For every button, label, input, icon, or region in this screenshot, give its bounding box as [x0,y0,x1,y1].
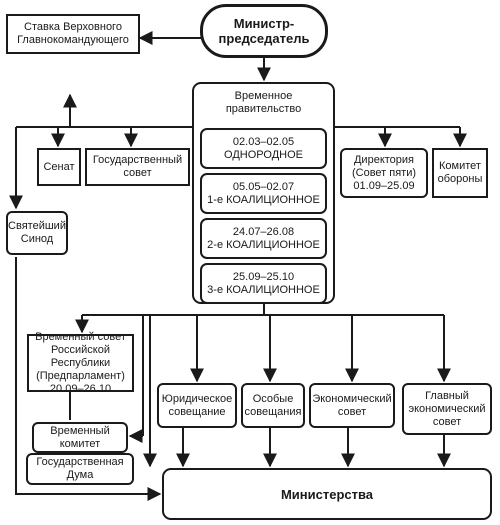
glavny-ekonom-label: Главный экономический совет [408,389,486,428]
sinod-box: Святейший Синод [6,211,68,255]
gos-sovet-label: Государственный совет [92,154,183,179]
period-box-4: 25.09–25.10 3-е КОАЛИЦИОННОЕ [200,263,327,304]
gos-duma-box: Государственная Дума [26,453,134,485]
period-box-1: 02.03–02.05 ОДНОРОДНОЕ [200,128,327,169]
period-name-1: ОДНОРОДНОЕ [224,148,303,161]
ministerstva-label: Министерства [280,486,374,502]
yurid-box: Юридическое совещание [157,383,237,428]
government-title: Временное правительство [225,90,302,115]
glavny-ekonom-box: Главный экономический совет [402,383,492,435]
arrow-sinod-to-ministerstva [15,257,162,501]
komitet-oborony-label: Комитет обороны [437,160,483,185]
vremenny-komitet-box: Временный комитет [32,422,128,453]
period-dates-1: 02.03–02.05 [232,135,295,148]
ministerstva-box: Министерства [162,468,492,520]
senat-label: Сенат [43,160,75,173]
period-dates-3: 24.07–26.08 [232,225,295,238]
period-name-2: 1-е КОАЛИЦИОННОЕ [207,193,320,206]
sinod-label: Святейший Синод [8,220,66,245]
gos-sovet-box: Государственный совет [85,148,190,186]
direktoriya-label: Директория (Совет пяти) 01.09–25.09 [351,153,417,192]
period-box-2: 05.05–02.07 1-е КОАЛИЦИОННОЕ [200,173,327,214]
senat-box: Сенат [37,148,81,186]
osobye-label: Особые совещания [244,392,302,418]
predparlament-box: Временный совет Российской Республики (П… [27,331,134,395]
predparlament-label: Временный совет Российской Республики (П… [35,330,126,395]
period-dates-2: 05.05–02.07 [232,180,295,193]
premier-box: Министр- председатель [200,4,328,58]
komitet-oborony-box: Комитет обороны [432,148,488,198]
direktoriya-box: Директория (Совет пяти) 01.09–25.09 [340,148,428,198]
yurid-label: Юридическое совещание [161,392,233,418]
vremenny-komitet-label: Временный комитет [50,424,110,450]
period-name-4: 3-е КОАЛИЦИОННОЕ [207,283,320,296]
osobye-box: Особые совещания [241,383,305,428]
period-dates-4: 25.09–25.10 [232,270,295,283]
ekonom-label: Экономический совет [312,392,392,418]
government-box: Временное правительство 02.03–02.05 ОДНО… [192,82,335,304]
period-name-3: 2-е КОАЛИЦИОННОЕ [207,238,320,251]
ekonom-box: Экономический совет [309,383,395,428]
stavka-label: Ставка Верховного Главнокомандующего [17,21,129,46]
premier-label: Министр- председатель [218,16,310,46]
gos-duma-label: Государственная Дума [36,456,124,481]
period-box-3: 24.07–26.08 2-е КОАЛИЦИОННОЕ [200,218,327,259]
stavka-box: Ставка Верховного Главнокомандующего [6,14,140,54]
